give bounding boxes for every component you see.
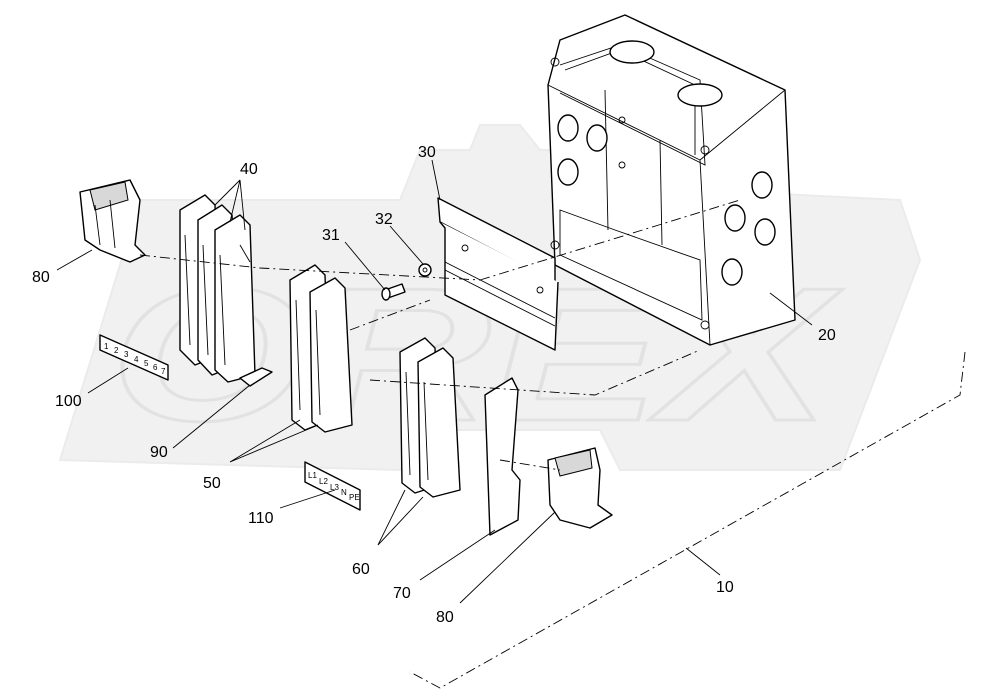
marker-110-pe: PE xyxy=(349,493,360,502)
marker-100-7: 7 xyxy=(161,367,166,376)
marker-110-l3: L3 xyxy=(330,483,339,492)
callout-10: 10 xyxy=(716,579,734,596)
marker-110-n: N xyxy=(341,488,347,497)
marker-100-4: 4 xyxy=(134,355,139,364)
terminal-blocks-60 xyxy=(399,337,461,498)
callouts: 40 30 32 31 80 100 90 50 110 60 70 80 10… xyxy=(32,144,836,626)
callout-50: 50 xyxy=(203,475,221,492)
marker-100-5: 5 xyxy=(144,359,149,368)
enclosure-box xyxy=(547,14,796,346)
callout-31: 31 xyxy=(322,227,340,244)
marker-strip-110: L1 L2 L3 N PE xyxy=(304,461,361,511)
terminal-blocks-40 xyxy=(179,194,256,383)
washer xyxy=(418,263,432,277)
callout-70: 70 xyxy=(393,585,411,602)
leader-lines xyxy=(56,159,813,604)
marker-100-2: 2 xyxy=(114,346,119,355)
screw xyxy=(381,283,406,301)
marker-100-6: 6 xyxy=(153,363,158,372)
callout-90: 90 xyxy=(150,444,168,461)
marker-100-1: 1 xyxy=(104,342,109,351)
callout-80-right: 80 xyxy=(436,609,454,626)
marker-110-l1: L1 xyxy=(308,471,317,480)
callout-32: 32 xyxy=(375,211,393,228)
end-clamp-left xyxy=(79,179,146,263)
marker-100-3: 3 xyxy=(124,350,129,359)
assembly-axis-lines xyxy=(139,199,741,471)
callout-80-left: 80 xyxy=(32,269,50,286)
end-clamp-right xyxy=(547,447,613,529)
terminal-blocks-50 xyxy=(289,264,353,433)
callout-60: 60 xyxy=(352,561,370,578)
jumper xyxy=(239,367,273,387)
end-cover xyxy=(484,377,521,536)
callout-30: 30 xyxy=(418,144,436,161)
assembly-boundary xyxy=(409,351,966,689)
callout-20: 20 xyxy=(818,327,836,344)
callout-40: 40 xyxy=(240,161,258,178)
marker-strip-100: 1 2 3 4 5 6 7 xyxy=(99,334,169,381)
callout-110: 110 xyxy=(248,510,274,527)
callout-100: 100 xyxy=(55,393,82,410)
marker-110-l2: L2 xyxy=(319,477,328,486)
